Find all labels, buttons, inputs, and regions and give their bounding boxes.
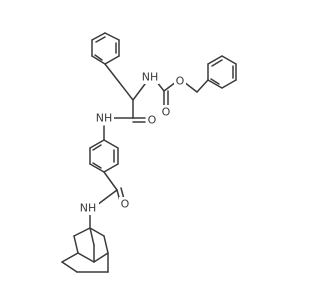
right-phenyl-ring [207,55,237,89]
adamantane-cage [61,227,109,273]
amide-nh-label: NH [96,112,113,125]
benzyl-bond [104,63,120,83]
ch2-alpha-bond [118,81,134,101]
ring-benzamide-c-bond [103,171,118,191]
benzamide-oxygen-label: O [121,198,130,211]
carbamate-oxygen-label: O [162,106,171,119]
bonds [61,32,237,273]
ester-oxygen-label: O [176,75,185,88]
atom-labels: NH O O NH O NH O [77,71,186,215]
benzamide-nh-label: NH [80,202,97,215]
amide-oxygen-label: O [148,114,157,127]
central-phenylene-ring [89,139,119,173]
carbamate-nh-label: NH [142,71,159,84]
ester-ch2-bond [183,81,198,93]
ch2-phenyl-bond [196,79,209,93]
alpha-nh-bond [132,83,146,101]
benzamide-c-nh-bond [96,189,118,206]
top-phenyl-ring [91,32,120,65]
molecule-structure: NH O O NH O NH O [61,32,237,273]
